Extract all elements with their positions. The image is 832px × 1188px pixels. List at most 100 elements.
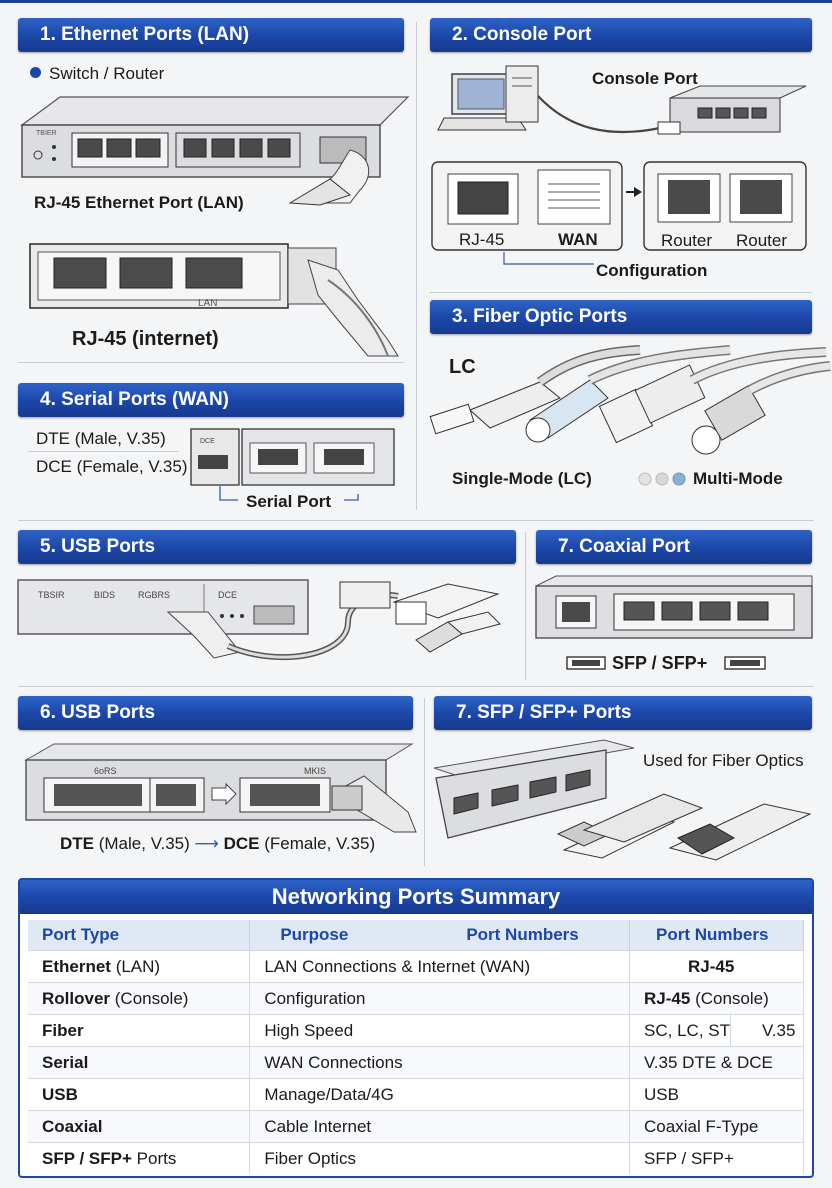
multi-mode-dots-icon [638,472,686,486]
type-bold: USB [42,1084,78,1104]
ports-rest: SC, LC, ST [644,1020,730,1040]
single-mode-label: Single-Mode (LC) [452,469,592,488]
dce-text: DCE [223,834,260,853]
coax-device-illustration [535,575,813,639]
cell-type: USB [28,1078,251,1111]
serial-bracket [219,486,359,501]
console-rj45-label: RJ-45 [459,230,505,249]
dte-detail: (Male, V.35) [98,834,190,853]
cell-purpose: LAN Connections & Internet (WAN) [249,950,631,983]
type-bold: SFP / SFP+ [42,1148,132,1168]
svg-text:DCE: DCE [200,438,215,445]
type-rest: Ports [131,1148,177,1168]
table-row: Fiber High Speed SC, LC, ST V.35 [28,1014,804,1047]
column-divider [424,698,425,866]
cell-type: SFP / SFP+ Ports [28,1142,251,1174]
svg-text:MKIS: MKIS [304,766,326,776]
divider [430,292,812,293]
arrow-right-icon: ⟶ [194,834,219,853]
cell-type: Fiber [28,1014,251,1047]
svg-text:RGBRS: RGBRS [138,590,170,600]
divider [18,362,404,363]
column-divider [416,22,417,510]
table-row: USB Manage/Data/4G USB [28,1078,804,1111]
usb5-header: 5. USB Ports [18,530,516,564]
cell-ports: USB [629,1078,804,1111]
svg-text:BIDS: BIDS [94,590,115,600]
ports-extra: V.35 [762,1020,796,1040]
type-bold: Serial [42,1052,89,1072]
svg-text:DCE: DCE [218,590,237,600]
cell-type: Ethernet (LAN) [28,950,251,983]
used-for-fiber-label: Used for Fiber Optics [643,751,804,770]
console-laptop-illustration [437,65,807,135]
divider [18,686,814,687]
cell-ports: Coaxial F-Type [629,1110,804,1143]
router-label-2: Router [736,231,788,250]
col-header-port-numbers-a: Port Numbers [466,925,579,944]
fiber-connectors-illustration [429,345,831,455]
rj45-internet-illustration: LAN [29,243,399,357]
usb6-header: 6. USB Ports [18,696,413,730]
cell-type: Serial [28,1046,251,1079]
summary-header-row: Port Type Purpose Port Numbers Port Numb… [28,920,804,951]
cell-ports: SFP / SFP+ [629,1142,804,1174]
lan-device-text: LAN [198,298,217,309]
cell-ports: SC, LC, ST V.35 [629,1014,804,1047]
cell-ports: V.35 DTE & DCE [629,1046,804,1079]
bullet-dot-icon [30,67,41,78]
sfp-module-icon-left [566,656,606,670]
type-bold: Fiber [42,1020,84,1040]
cell-purpose: Configuration [249,982,631,1015]
col-header-port-numbers: Port Numbers [629,920,804,951]
rj45-ethernet-port-label: RJ-45 Ethernet Port (LAN) [34,193,244,212]
console-port-label: Console Port [592,69,698,88]
fiber-header: 3. Fiber Optic Ports [430,300,812,334]
ethernet-bullet: Switch / Router [30,64,164,84]
summary-table: Port Type Purpose Port Numbers Port Numb… [28,920,804,1174]
cell-type: Rollover (Console) [28,982,251,1015]
cell-ports: RJ-45 (Console) [629,982,804,1015]
summary-panel: Networking Ports Summary Port Type Purpo… [18,878,814,1178]
ports-bold: RJ-45 [688,956,735,976]
divider [28,451,178,452]
usb6-device-illustration: 6oRS MKIS [24,743,417,833]
cell-purpose: High Speed [249,1014,631,1047]
sfp-illustration [433,739,812,861]
type-bold: Coaxial [42,1116,103,1136]
type-bold: Ethernet [42,956,111,976]
console-wan-label: WAN [558,230,598,249]
ethernet-bullet-text: Switch / Router [49,64,165,83]
svg-text:6oRS: 6oRS [94,766,117,776]
divider [18,520,814,521]
col-header-port-type: Port Type [28,920,251,951]
serial-port-illustration: DCE [190,428,395,486]
configuration-label: Configuration [596,261,708,280]
cell-ports: RJ-45 [629,950,804,983]
lc-label: LC [449,356,476,378]
dte-text: DTE [60,834,94,853]
dce-detail: (Female, V.35) [264,834,376,853]
ports-bold: RJ-45 [644,988,691,1008]
coax-header: 7. Coaxial Port [536,530,812,564]
switch-router-illustration: TBIER [20,96,410,206]
rj45-internet-label: RJ-45 (internet) [72,328,219,350]
svg-text:TBSIR: TBSIR [38,590,65,600]
sfp-module-icon-right [724,656,766,670]
type-bold: Rollover [42,988,111,1008]
cell-purpose: Manage/Data/4G [249,1078,631,1111]
table-row: Rollover (Console) Configuration RJ-45 (… [28,982,804,1015]
coax-sfp-label: SFP / SFP+ [612,653,708,673]
cell-type: Coaxial [28,1110,251,1143]
ports-rest: (Console) [690,988,769,1008]
table-row: Coaxial Cable Internet Coaxial F-Type [28,1110,804,1143]
ethernet-header: 1. Ethernet Ports (LAN) [18,18,404,52]
col-header-purpose-text: Purpose [280,925,349,944]
table-row: Ethernet (LAN) LAN Connections & Interne… [28,950,804,983]
multi-mode-label: Multi-Mode [693,469,783,488]
column-divider [525,532,526,680]
cell-divider [730,1015,732,1046]
svg-text:TBIER: TBIER [36,130,57,137]
cell-purpose: Cable Internet [249,1110,631,1143]
col-header-purpose: Purpose Port Numbers [249,920,631,951]
